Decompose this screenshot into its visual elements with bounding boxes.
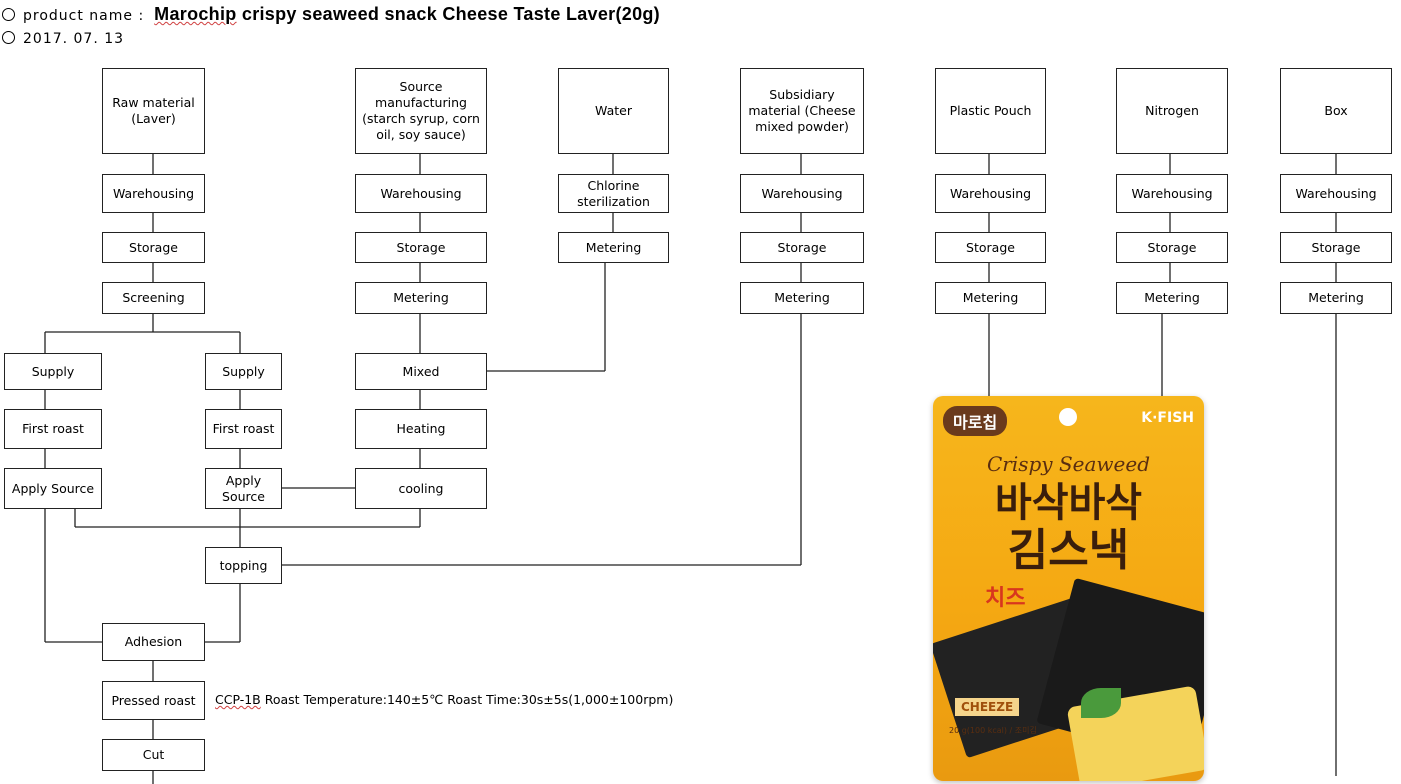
box-warehousing: Warehousing [355,174,487,213]
box-cooling: cooling [355,468,487,509]
box-adhesion: Adhesion [102,623,205,661]
box-supply: Supply [205,353,282,390]
brand-logo: 마로칩 [943,406,1007,436]
box-metering: Metering [558,232,669,263]
box-chlorine-sterilization: Chlorine sterilization [558,174,669,213]
ccp-details: Roast Temperature:140±5℃ Roast Time:30s±… [261,692,674,707]
box-warehousing: Warehousing [102,174,205,213]
box-storage: Storage [1116,232,1228,263]
mint-leaf-icon [1081,688,1121,718]
box-storage: Storage [740,232,864,263]
box-source-manufacturing: Source manufacturing (starch syrup, corn… [355,68,487,154]
box-metering: Metering [935,282,1046,314]
box-topping: topping [205,547,282,584]
hang-hole [1059,408,1077,426]
box-apply-source: Apply Source [205,468,282,509]
box-apply-source: Apply Source [4,468,102,509]
box-screening: Screening [102,282,205,314]
box-warehousing: Warehousing [740,174,864,213]
package-fine-print: 20 g(100 kcal) / 조미김 [949,726,1037,736]
box-storage: Storage [1280,232,1392,263]
box-first-roast: First roast [4,409,102,449]
partner-logo: K·FISH [1141,410,1194,426]
box-supply: Supply [4,353,102,390]
ccp-code: CCP-1B [215,692,261,707]
box-heating: Heating [355,409,487,449]
box-subsidiary-material: Subsidiary material (Cheese mixed powder… [740,68,864,154]
box-first-roast: First roast [205,409,282,449]
box-storage: Storage [935,232,1046,263]
box-metering: Metering [355,282,487,314]
box-metering: Metering [740,282,864,314]
box-raw-material: Raw material (Laver) [102,68,205,154]
box-warehousing: Warehousing [1116,174,1228,213]
box-plastic-pouch: Plastic Pouch [935,68,1046,154]
box-metering: Metering [1280,282,1392,314]
box-cut: Cut [102,739,205,771]
box-storage: Storage [355,232,487,263]
package-title-line2: 김스낵 [933,526,1204,576]
box-warehousing: Warehousing [935,174,1046,213]
package-flavor: 치즈 [985,580,1025,612]
cheese-badge: CHEEZE [955,698,1019,716]
box-pressed-roast: Pressed roast [102,681,205,720]
package-title-line1: 바삭바삭 [933,480,1204,526]
box-water: Water [558,68,669,154]
box-mixed: Mixed [355,353,487,390]
ccp-note: CCP-1B Roast Temperature:140±5℃ Roast Ti… [215,692,673,707]
box-nitrogen: Nitrogen [1116,68,1228,154]
box-metering: Metering [1116,282,1228,314]
box-warehousing: Warehousing [1280,174,1392,213]
product-package-image: 마로칩 K·FISH Crispy Seaweed 바삭바삭 김스낵 치즈 CH… [933,396,1204,781]
box-box: Box [1280,68,1392,154]
package-tagline: Crispy Seaweed [933,452,1204,476]
box-storage: Storage [102,232,205,263]
